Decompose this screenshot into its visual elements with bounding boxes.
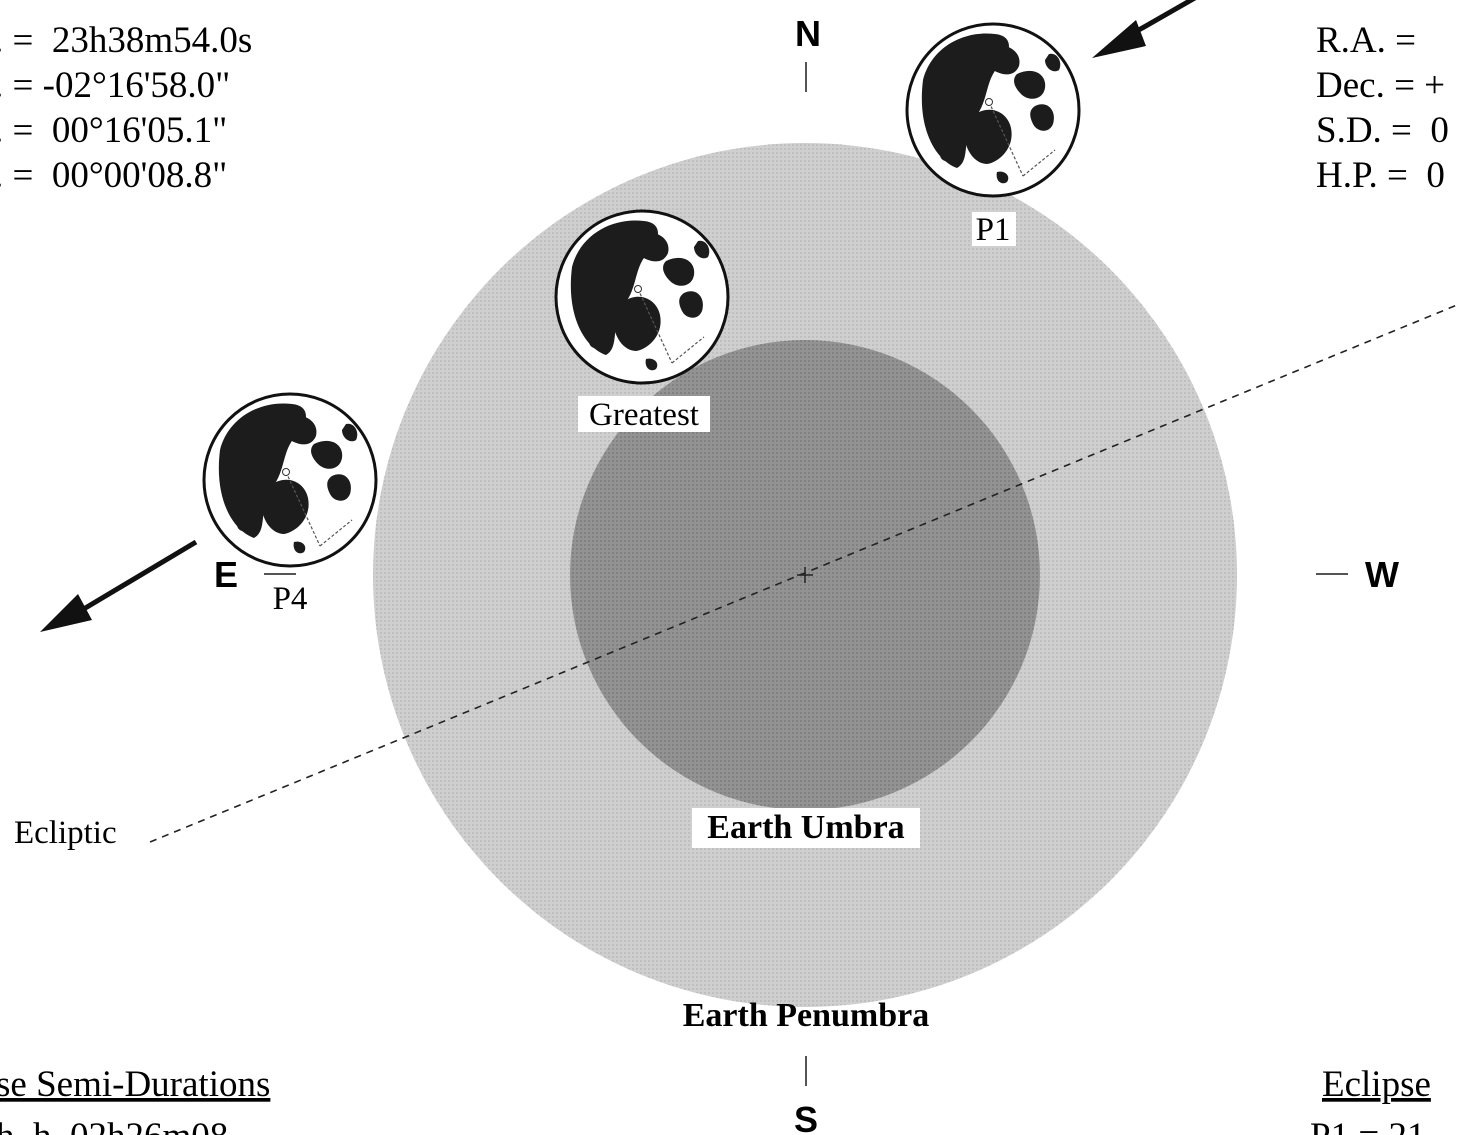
eclipse-contacts-heading: Eclipse	[1322, 1064, 1431, 1105]
moon-greatest	[554, 209, 730, 385]
left-ephemeris-line: . = 23h38m54.0s	[0, 20, 252, 61]
label-p1: P1	[976, 212, 1011, 248]
eclipse-contacts-partial-line: P1 = 21	[1310, 1116, 1425, 1135]
label-ecliptic: Ecliptic	[14, 815, 117, 851]
compass-east: E	[214, 554, 238, 595]
compass-north: N	[795, 13, 821, 54]
right-ephemeris-line: S.D. = 0	[1316, 110, 1449, 151]
left-ephemeris-block: . = 23h38m54.0s . = -02°16'58.0" . = 00°…	[0, 20, 252, 196]
compass-south: S	[794, 1099, 818, 1135]
label-p4: P4	[273, 581, 308, 617]
left-ephemeris-line: . = 00°00'08.8"	[0, 155, 227, 196]
outgoing-arrow	[40, 539, 198, 632]
label-earth-umbra: Earth Umbra	[707, 809, 904, 846]
right-ephemeris-line: R.A. =	[1316, 20, 1416, 61]
right-ephemeris-line: H.P. = 0	[1316, 155, 1445, 196]
left-ephemeris-line: . = -02°16'58.0"	[0, 65, 230, 106]
label-greatest: Greatest	[589, 397, 699, 433]
left-ephemeris-line: . = 00°16'05.1"	[0, 110, 227, 151]
moon-p4	[202, 392, 378, 568]
semi-durations-partial-line: h h 02h26m08	[0, 1116, 228, 1135]
moon-p1	[905, 22, 1081, 198]
ecliptic-line	[149, 304, 1457, 843]
label-earth-penumbra: Earth Penumbra	[683, 997, 930, 1034]
compass-west: W	[1365, 554, 1399, 595]
incoming-arrow	[1092, 0, 1197, 58]
right-ephemeris-line: Dec. = +	[1316, 65, 1445, 106]
right-ephemeris-block: R.A. = Dec. = + S.D. = 0 H.P. = 0	[1316, 20, 1449, 196]
center-cross	[797, 567, 813, 583]
semi-durations-heading: se Semi-Durations	[0, 1064, 270, 1105]
